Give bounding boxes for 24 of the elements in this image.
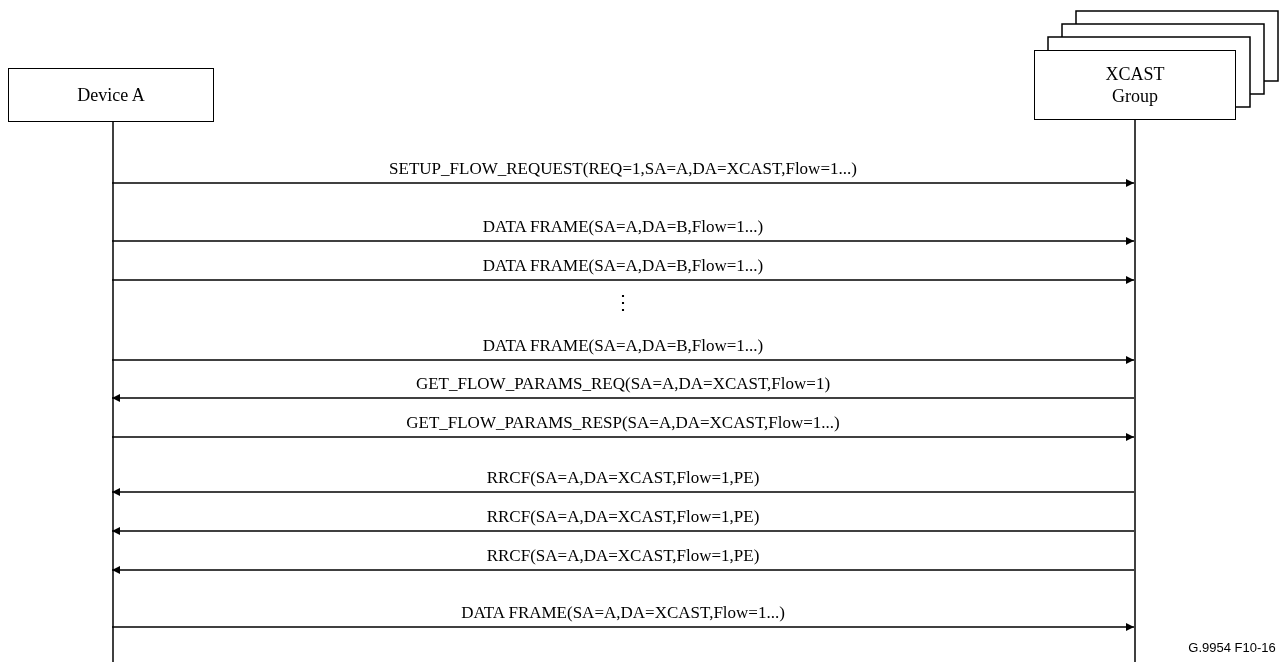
message-arrow (111, 394, 1135, 402)
message-arrow (111, 488, 1135, 496)
message-arrow (111, 433, 1135, 441)
edge-label: DATA FRAME(SA=A,DA=B,Flow=1...) (482, 217, 764, 237)
edge-label: DATA FRAME(SA=A,DA=B,Flow=1...) (482, 256, 764, 276)
message-arrow (111, 623, 1135, 631)
edge-label: DATA FRAME(SA=A,DA=XCAST,Flow=1...) (461, 603, 785, 623)
edge-label: GET_FLOW_PARAMS_REQ(SA=A,DA=XCAST,Flow=1) (415, 374, 831, 394)
ellipsis-mark: ⋮ (613, 292, 633, 312)
participant-name: XCAST Group (1104, 63, 1166, 107)
edge-label: RRCF(SA=A,DA=XCAST,Flow=1,PE) (486, 507, 760, 527)
message-arrow (111, 356, 1135, 364)
message-arrow (111, 527, 1135, 535)
edge-label: SETUP_FLOW_REQUEST(REQ=1,SA=A,DA=XCAST,Flow=1...) (389, 159, 857, 179)
edge-label: RRCF(SA=A,DA=XCAST,Flow=1,PE) (486, 546, 760, 566)
message-arrow (111, 237, 1135, 245)
edge-label: RRCF(SA=A,DA=XCAST,Flow=1,PE) (486, 468, 760, 488)
message-arrow (111, 566, 1135, 574)
message-arrow (111, 276, 1135, 284)
edge-label: GET_FLOW_PARAMS_RESP(SA=A,DA=XCAST,Flow=1...) (406, 413, 840, 433)
message-arrow (111, 179, 1135, 187)
edge-label: DATA FRAME(SA=A,DA=B,Flow=1...) (482, 336, 764, 356)
figure-number: G.9954 F10-16 (1188, 639, 1276, 657)
participant-name: Device A (77, 84, 145, 106)
